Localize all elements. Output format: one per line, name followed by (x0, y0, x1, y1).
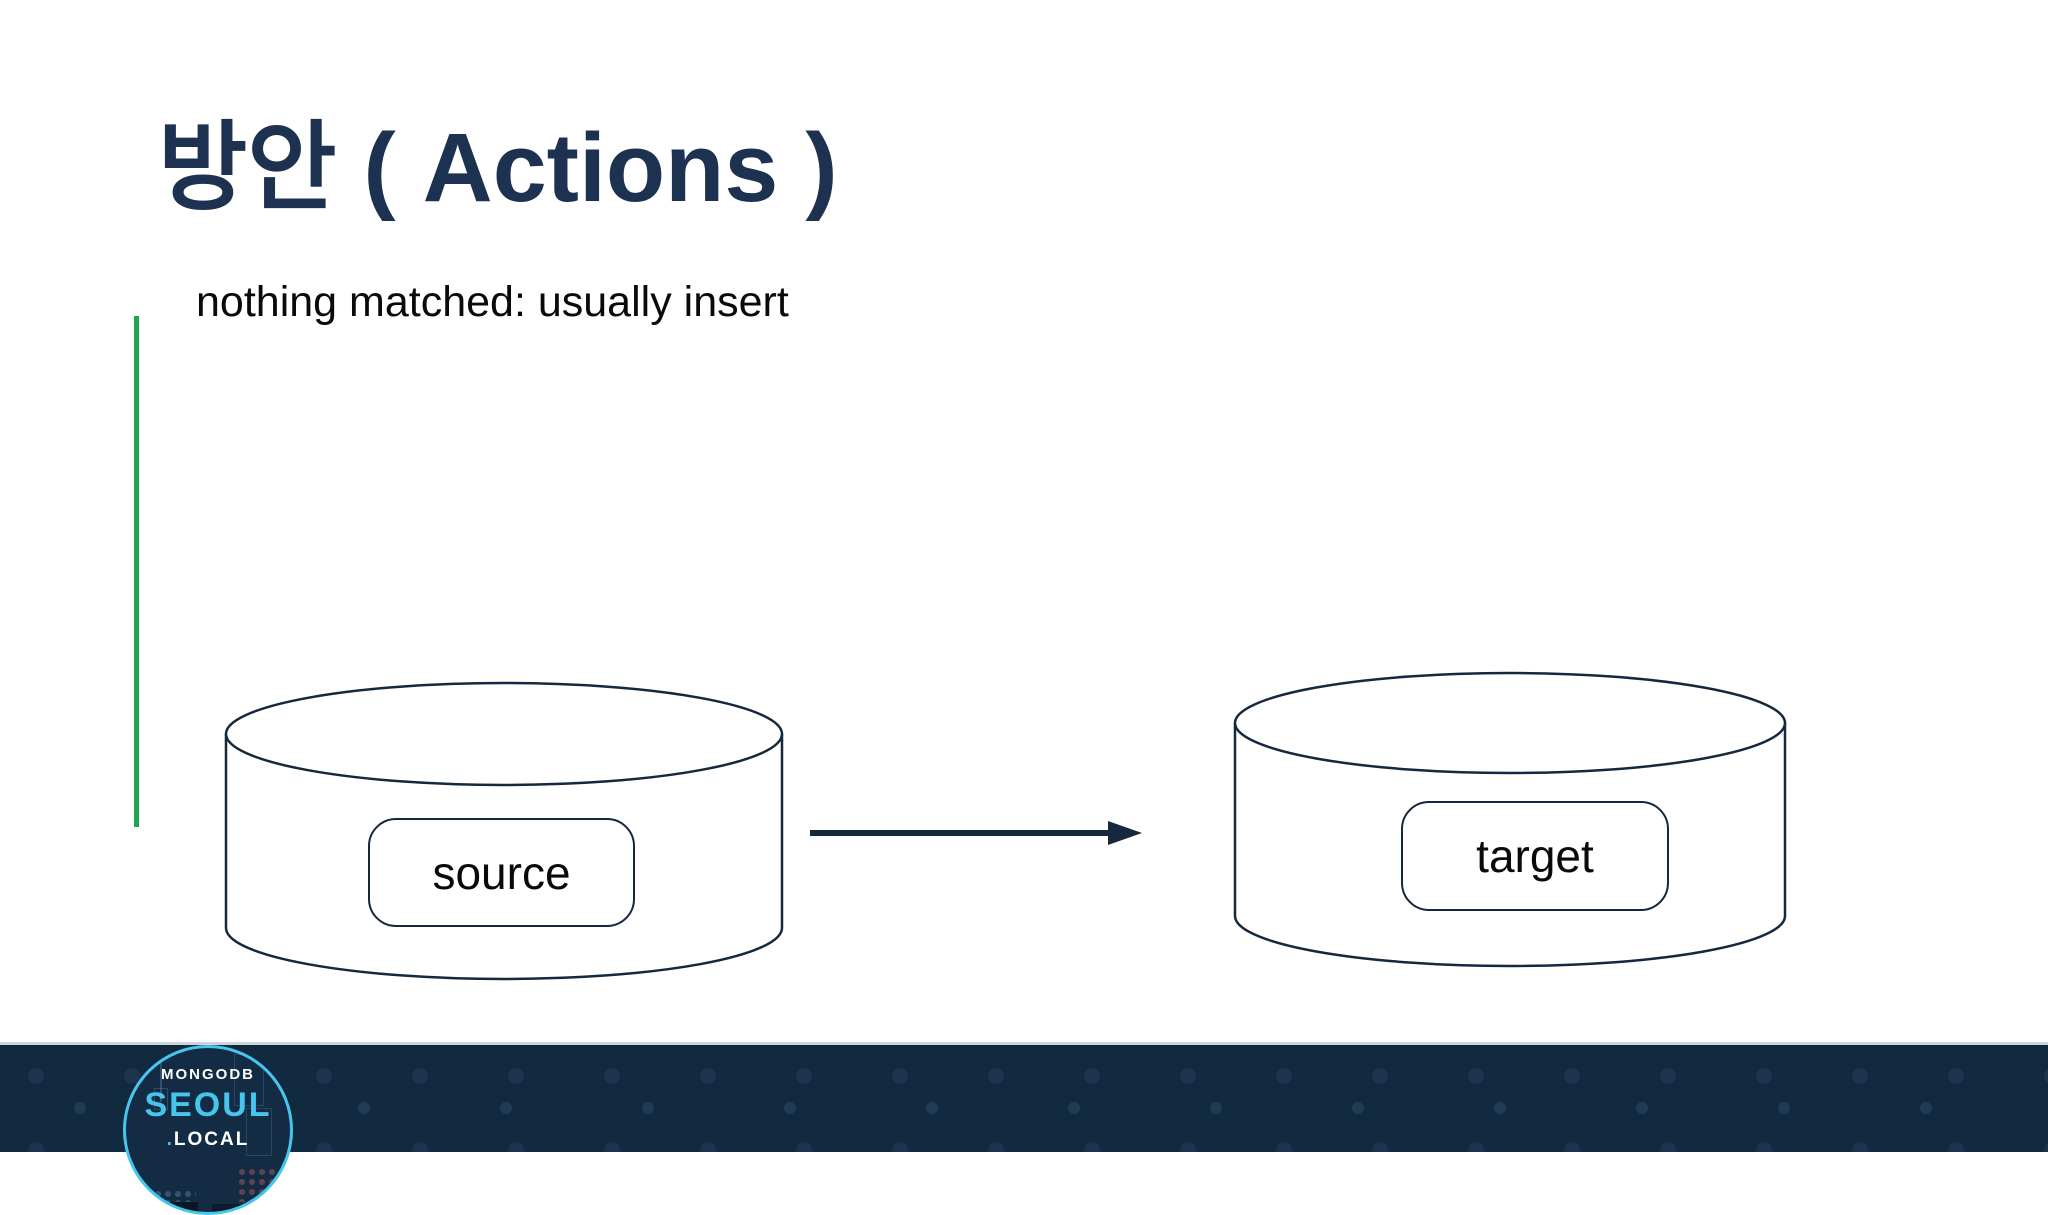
logo-skyline-decoration (238, 1168, 278, 1202)
source-node-label: source (432, 846, 571, 899)
green-accent-line (134, 316, 139, 827)
mongodb-seoul-local-logo: MONGODB SEOUL .LOCAL (123, 1045, 293, 1215)
source-node-label-box: source (368, 818, 635, 927)
logo-skyline-decoration (212, 1204, 258, 1212)
logo-text-seoul: SEOUL (144, 1086, 272, 1124)
logo-skyline-decoration (144, 1190, 196, 1208)
flow-arrow-icon (810, 821, 1142, 845)
logo-text-mongodb: MONGODB (161, 1066, 255, 1083)
logo-skyline-decoration (164, 1202, 198, 1212)
logo-text-local: .LOCAL (166, 1129, 250, 1150)
footer-dots-pattern (0, 1048, 2048, 1152)
logo-dot: . (166, 1129, 174, 1150)
target-node-label-box: target (1401, 801, 1669, 911)
footer-bar (0, 1042, 2048, 1152)
subtitle-text: nothing matched: usually insert (196, 278, 789, 326)
target-node-label: target (1476, 830, 1594, 882)
page-title: 방안 ( Actions ) (158, 113, 838, 222)
